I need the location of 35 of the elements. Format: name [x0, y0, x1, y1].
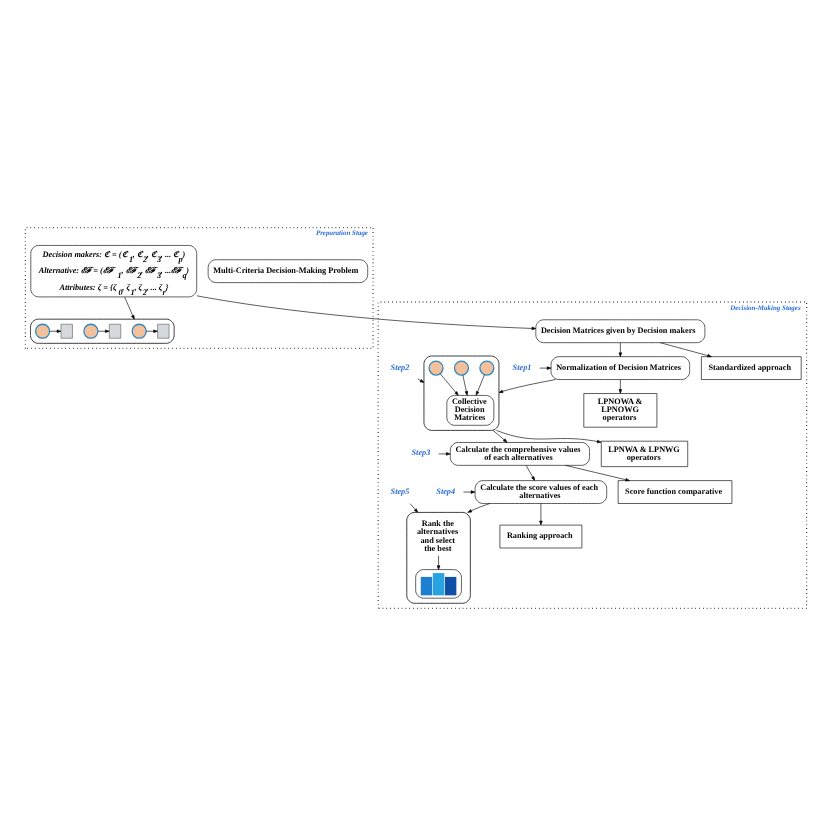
arrow — [496, 429, 602, 443]
arrow — [146, 328, 158, 332]
arrow — [436, 554, 441, 569]
arrow — [196, 294, 537, 330]
arrow — [498, 378, 556, 392]
arrow — [417, 377, 425, 382]
node-document — [157, 322, 170, 338]
arrow — [462, 373, 468, 395]
arrow — [492, 429, 508, 442]
arrow — [97, 328, 110, 332]
node-person — [131, 322, 147, 338]
cluster — [406, 511, 471, 603]
node-person — [453, 359, 470, 375]
cluster — [423, 354, 500, 430]
arrow — [539, 365, 552, 369]
node-document — [109, 322, 122, 338]
arrow — [565, 464, 630, 481]
arrow — [438, 451, 451, 455]
node-document — [60, 322, 73, 338]
arrow — [618, 341, 622, 356]
arrow — [659, 341, 712, 357]
node-person — [83, 322, 99, 338]
arrow — [525, 464, 535, 480]
node-person — [479, 359, 495, 375]
node-person — [34, 322, 51, 338]
node-person — [428, 359, 444, 375]
arrow — [439, 372, 459, 395]
arrow — [409, 502, 419, 512]
arrow — [463, 489, 476, 493]
arrow — [124, 295, 135, 319]
arrow — [475, 373, 485, 395]
arrow — [49, 328, 62, 332]
arrow — [618, 378, 622, 393]
arrow — [467, 502, 491, 512]
arrow — [539, 502, 543, 525]
